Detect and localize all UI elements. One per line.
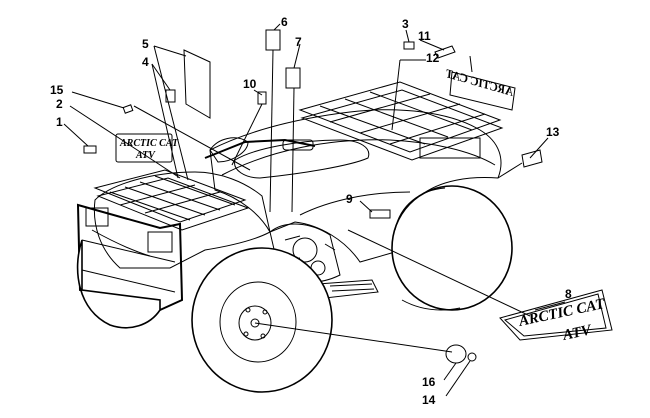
decal-12-shape: [449, 71, 516, 111]
left-front-tire: [76, 239, 161, 329]
decal-13-shape: [521, 149, 543, 168]
fender-edge-lower: [299, 191, 411, 216]
decal-15-shape: [122, 104, 134, 114]
rear-fender: [209, 109, 502, 263]
callout-2: 2: [56, 97, 63, 111]
callout-9: 9: [346, 192, 353, 206]
fender-edge: [221, 139, 496, 176]
rear-decal-mirrored: ARCTIC CAT: [444, 66, 516, 99]
seat: [234, 139, 370, 179]
callout-13: 13: [546, 125, 560, 139]
decal-3-shape: [403, 41, 415, 50]
callout-11: 11: [418, 29, 431, 43]
callout-12: 12: [426, 51, 440, 65]
decal-8-panel: [499, 289, 613, 341]
decal-2-panel: [115, 133, 173, 163]
decal-5-shape: [183, 49, 211, 119]
front-rack: [93, 169, 250, 231]
callout-3: 3: [402, 17, 409, 31]
decal-11-shape: [434, 45, 456, 59]
decal-9-shape: [369, 209, 391, 219]
front-decal-line1: ARCTIC CAT: [119, 138, 179, 149]
decal-4-shape: [165, 89, 176, 103]
callout-5: 5: [142, 37, 149, 51]
front-fender: [93, 171, 271, 269]
headlight-pod: [209, 137, 249, 163]
throttle-grip: [282, 139, 314, 151]
decal-16-emblem: [445, 344, 467, 364]
callout-16: 16: [422, 375, 436, 389]
decal-1-shape: [83, 145, 97, 154]
callout-10: 10: [243, 77, 257, 91]
decal-14-rivet: [467, 352, 477, 362]
front-tire: [191, 247, 333, 393]
callout-15: 15: [50, 83, 64, 97]
callout-8: 8: [565, 287, 572, 301]
atv-illustration: [76, 29, 613, 393]
side-decal-line2: ATV: [561, 322, 595, 344]
leader-lines: [63, 23, 566, 397]
rear-rack: [298, 81, 504, 161]
decal-6-shape: [265, 29, 281, 51]
decal-10-shape: [257, 91, 267, 105]
rear-tire: [391, 185, 513, 311]
callout-1: 1: [56, 115, 63, 129]
callout-6: 6: [281, 15, 288, 29]
decal-7-shape: [285, 67, 301, 89]
callout-14: 14: [422, 393, 436, 407]
handlebar: [204, 138, 316, 159]
callout-numbers: 1 2 3 4 5 6 7 8 9 10 11 12 13 14 15 16: [50, 15, 572, 407]
callout-4: 4: [142, 55, 149, 69]
callout-7: 7: [295, 35, 302, 49]
